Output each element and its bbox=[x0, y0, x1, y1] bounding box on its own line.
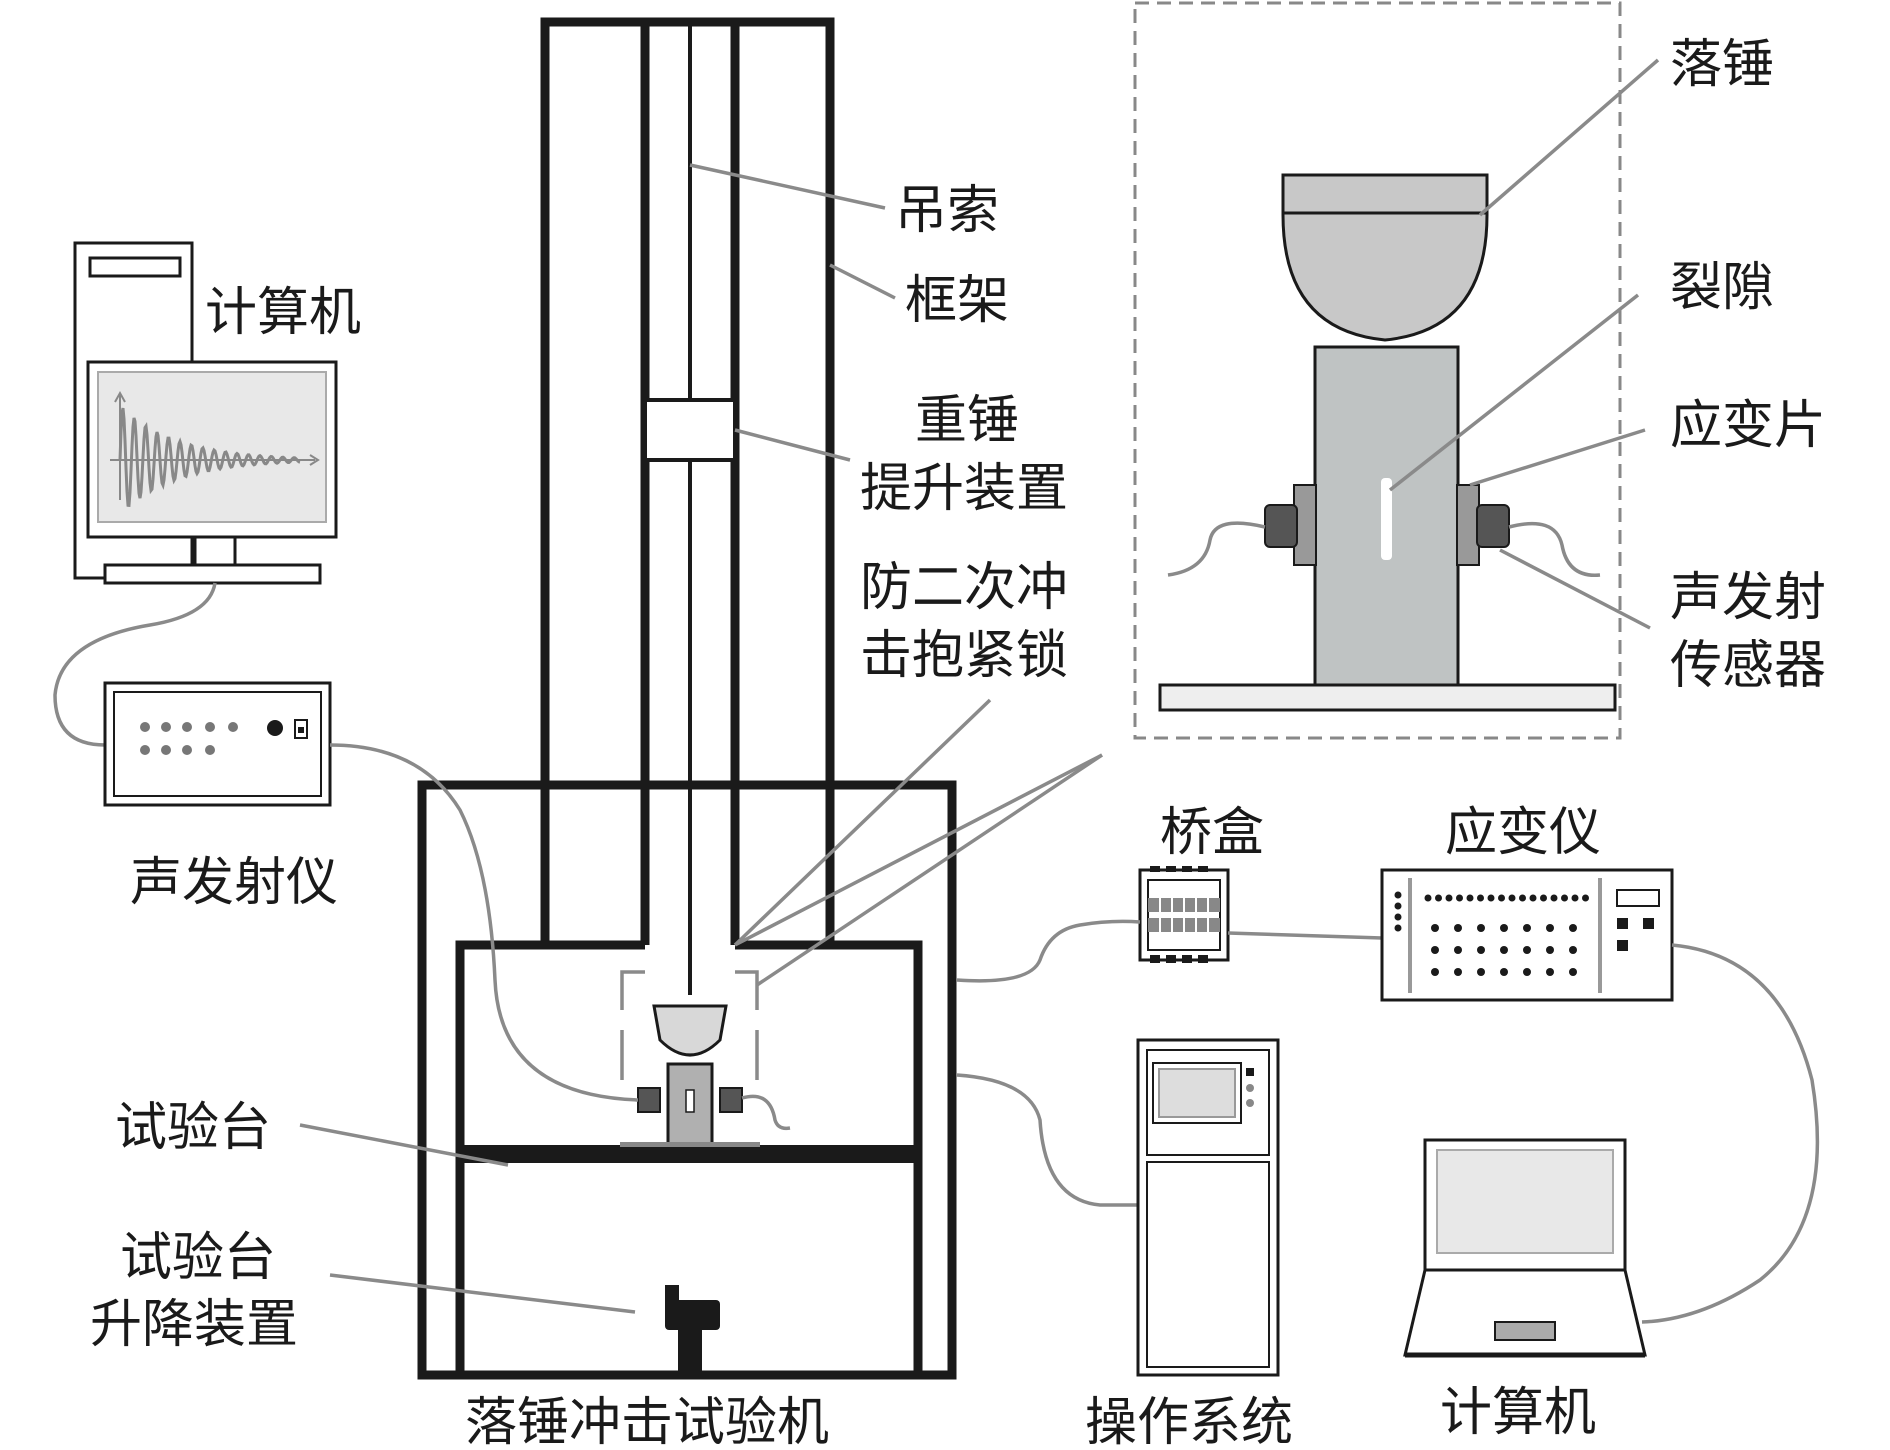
label-ae-instrument: 声发射仪 bbox=[130, 853, 338, 913]
machine-frame bbox=[540, 17, 835, 945]
mini-sensor-cable bbox=[741, 1094, 791, 1131]
pc-keyboard bbox=[103, 563, 322, 585]
label-table-lift-line1: 试验台 bbox=[120, 1228, 276, 1288]
label-computer-bottom: 计算机 bbox=[1440, 1383, 1596, 1443]
specimen-detail-panel bbox=[734, 1, 1622, 987]
label-strain-meter: 应变仪 bbox=[1445, 803, 1601, 863]
lock-bracket-lower bbox=[620, 1030, 759, 1080]
test-chamber bbox=[455, 940, 923, 1375]
ae-instrument bbox=[103, 681, 332, 807]
laptop bbox=[1403, 1138, 1647, 1358]
label-lock-line2: 击抱紧锁 bbox=[860, 626, 1068, 686]
label-frame: 框架 bbox=[905, 271, 1009, 331]
mini-ae-sensor-left bbox=[637, 1087, 661, 1113]
drop-weight-machine bbox=[417, 17, 957, 1380]
label-table-lift-line2: 升降装置 bbox=[90, 1295, 298, 1355]
strain-to-laptop-cable bbox=[1641, 943, 1820, 1324]
ae-to-sensor-cable bbox=[329, 743, 639, 1102]
label-lift-line2: 提升装置 bbox=[860, 459, 1068, 519]
mini-ae-sensor-right bbox=[719, 1087, 743, 1113]
label-ae-sensor-line2: 传感器 bbox=[1670, 636, 1826, 696]
ae-sensor-left-cable bbox=[1167, 521, 1266, 577]
zoom-line-2 bbox=[756, 753, 1103, 987]
strain-meter bbox=[1380, 868, 1674, 1002]
label-machine: 落锤冲击试验机 bbox=[465, 1393, 829, 1450]
label-drop-hammer: 落锤 bbox=[1670, 35, 1774, 95]
bridge-to-strain-cable bbox=[1227, 931, 1383, 940]
ae-power-knob bbox=[267, 720, 283, 736]
test-table-platform bbox=[460, 1145, 918, 1163]
label-ae-sensor-line1: 声发射 bbox=[1670, 568, 1826, 628]
pc-to-ae-cable bbox=[53, 582, 217, 747]
zoom-line-1 bbox=[734, 753, 1103, 947]
label-strain-gauge: 应变片 bbox=[1670, 396, 1826, 456]
label-hoist-rope: 吊索 bbox=[895, 181, 999, 241]
bridge-box bbox=[1138, 866, 1230, 963]
label-computer-top: 计算机 bbox=[205, 283, 361, 343]
leader-lines bbox=[299, 58, 1660, 1314]
mini-hammer bbox=[652, 1004, 728, 1057]
ae-sensor-right-cable bbox=[1508, 521, 1601, 577]
label-control-system: 操作系统 bbox=[1085, 1393, 1293, 1450]
table-lift-device bbox=[665, 1285, 720, 1375]
mini-base-plate bbox=[620, 1142, 760, 1147]
base-plate bbox=[1158, 683, 1617, 712]
label-lock-line1: 防二次冲 bbox=[860, 558, 1068, 618]
strain-gauge-right bbox=[1456, 484, 1480, 566]
control-cabinet bbox=[1136, 1038, 1280, 1377]
machine-specimen-assembly bbox=[620, 970, 791, 1148]
computer-left bbox=[73, 241, 338, 585]
machine-to-bridge-cable bbox=[956, 919, 1141, 983]
pc-drive-slot bbox=[88, 256, 182, 278]
waveform-signal bbox=[118, 407, 301, 508]
mini-crack bbox=[685, 1089, 695, 1113]
label-bridge-box: 桥盒 bbox=[1160, 803, 1264, 863]
detail-dashed-border bbox=[1133, 1, 1622, 740]
crack bbox=[1381, 478, 1392, 560]
label-test-table: 试验台 bbox=[115, 1098, 271, 1158]
drop-hammer bbox=[1281, 173, 1489, 342]
strain-display bbox=[1616, 889, 1660, 907]
label-crack: 裂隙 bbox=[1670, 258, 1774, 318]
hammer-lift-device bbox=[643, 398, 737, 462]
machine-to-control-cable bbox=[956, 1073, 1140, 1207]
label-lift-line1: 重锤 bbox=[915, 391, 1019, 451]
lock-bracket-dashed bbox=[620, 970, 759, 1010]
ae-sensor-left bbox=[1264, 504, 1298, 548]
ae-sensor-right bbox=[1476, 504, 1510, 548]
